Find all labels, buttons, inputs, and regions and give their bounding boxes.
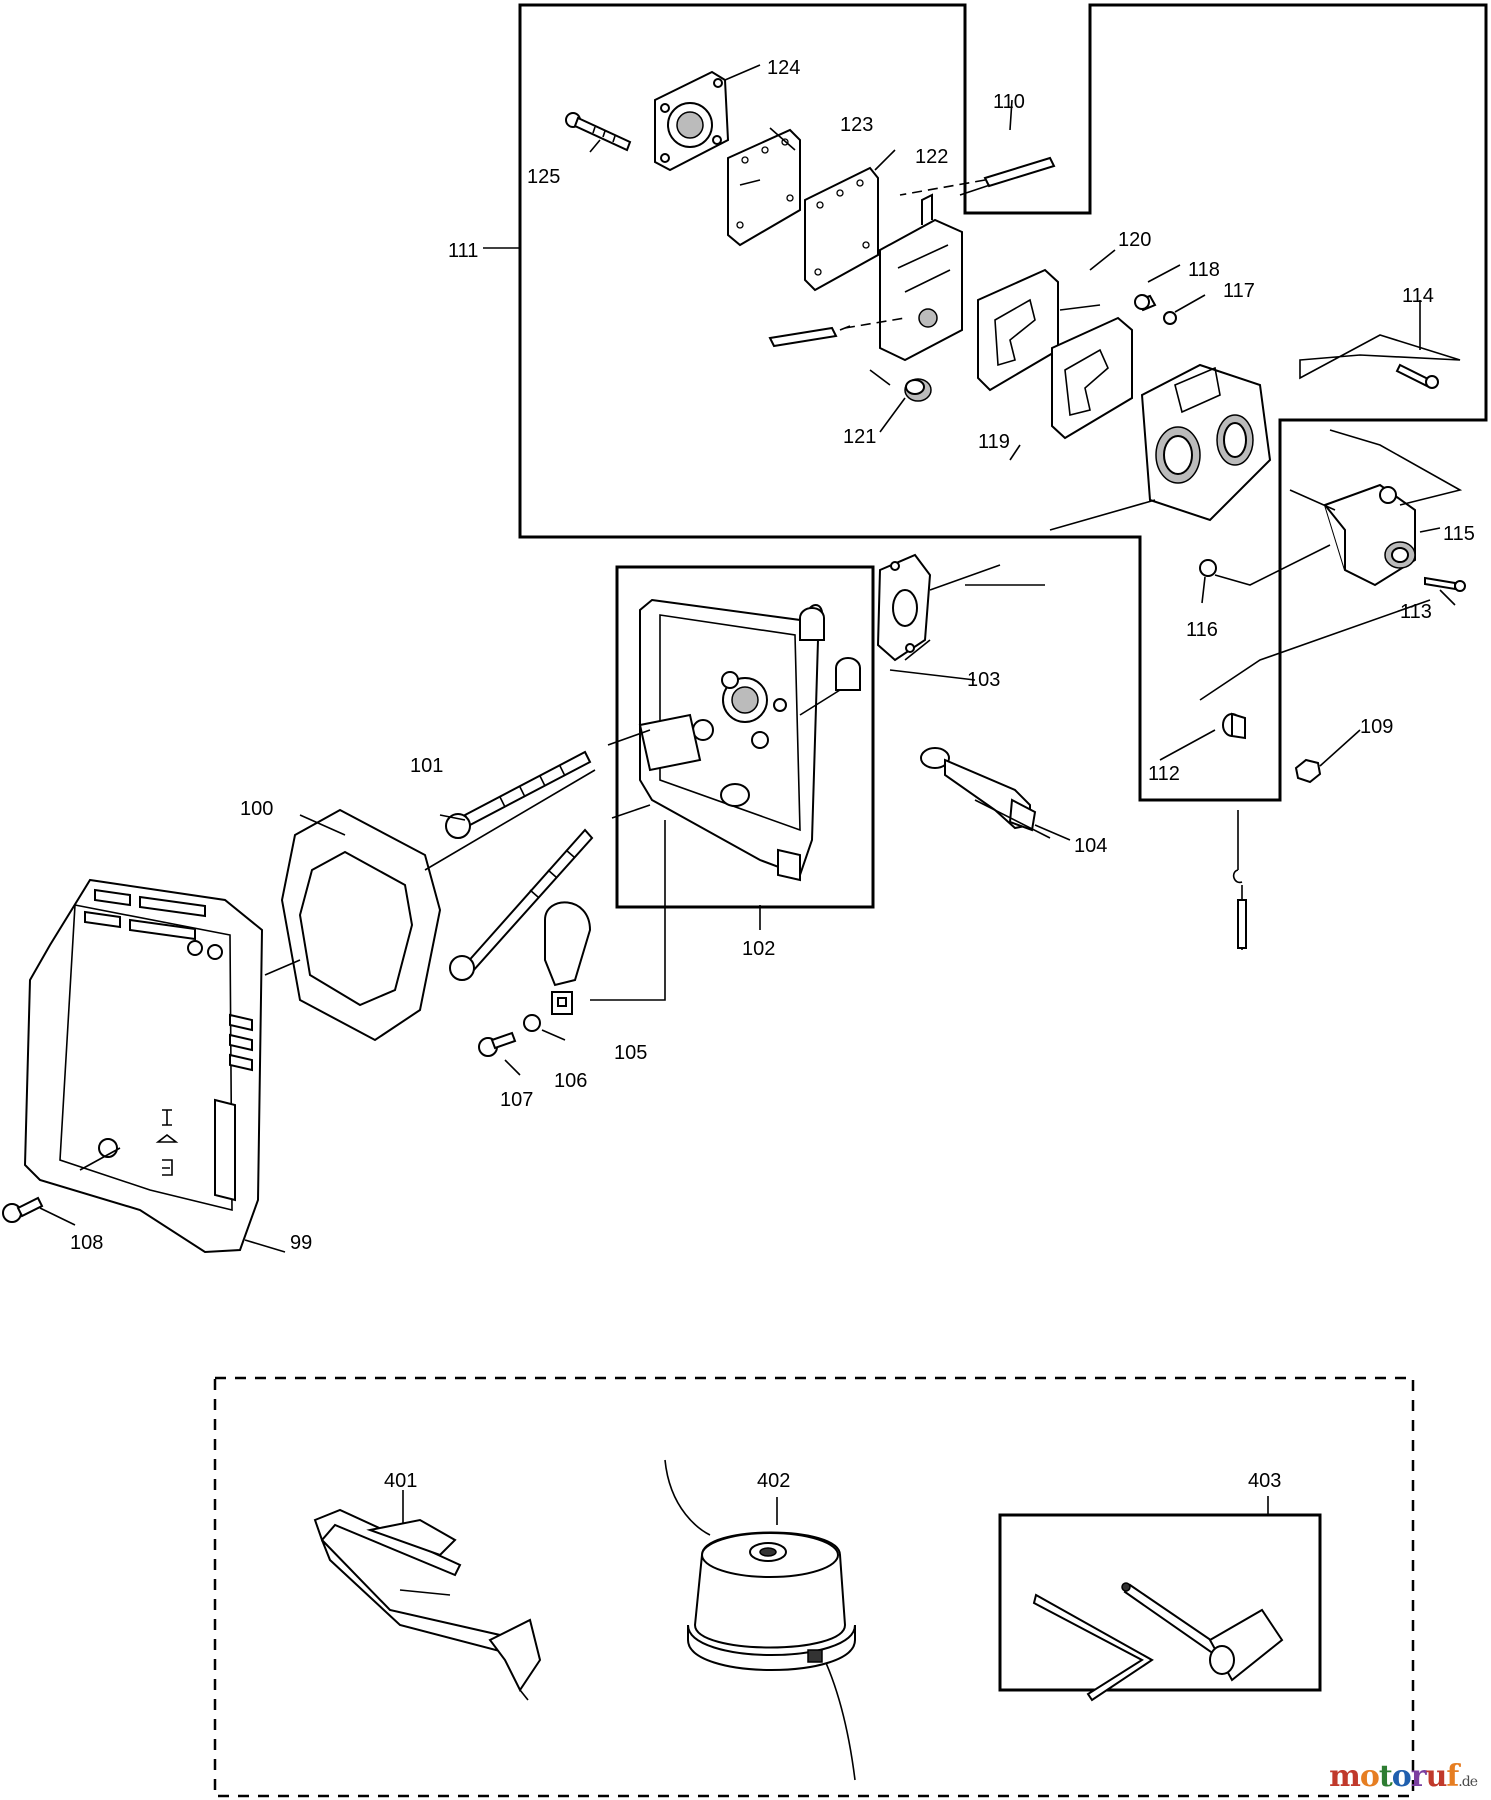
part-119-diaphragm bbox=[1051, 316, 1133, 440]
tool-set-frame bbox=[998, 1513, 1322, 1692]
label-121: 121 bbox=[843, 426, 876, 448]
label-403: 403 bbox=[1248, 1470, 1281, 1492]
label-122: 122 bbox=[915, 146, 948, 168]
watermark-letter: u bbox=[1425, 1759, 1448, 1794]
part-120-gasket bbox=[977, 268, 1059, 392]
part-115-throttle bbox=[1323, 483, 1416, 587]
part-401-strap bbox=[313, 1508, 542, 1701]
part-103-gasket bbox=[876, 553, 932, 662]
part-106-washer bbox=[523, 1014, 541, 1032]
label-101: 101 bbox=[410, 755, 443, 777]
watermark-letter: o bbox=[1359, 1759, 1380, 1794]
watermark-letter: m bbox=[1329, 1759, 1361, 1794]
label-117: 117 bbox=[1223, 280, 1255, 302]
label-106: 106 bbox=[554, 1070, 587, 1092]
part-109-nut bbox=[1294, 758, 1322, 784]
label-116: 116 bbox=[1186, 619, 1218, 641]
part-121-screen bbox=[904, 378, 932, 402]
label-103: 103 bbox=[967, 669, 1000, 691]
part-104-lever bbox=[920, 747, 1037, 832]
label-115: 115 bbox=[1443, 523, 1475, 545]
part-102-base bbox=[638, 598, 824, 882]
part-118-screw bbox=[1134, 294, 1157, 312]
part-125-screw bbox=[565, 112, 632, 152]
label-112: 112 bbox=[1148, 763, 1180, 785]
label-107: 107 bbox=[500, 1089, 533, 1111]
part-108-screw bbox=[2, 1196, 44, 1223]
part-labels: 99 100 101 102 103 104 105 106 107 108 1… bbox=[70, 57, 1475, 1492]
part-116-clip bbox=[1199, 559, 1217, 577]
label-118: 118 bbox=[1188, 259, 1220, 281]
part-100-filter bbox=[280, 808, 442, 1042]
label-120: 120 bbox=[1118, 229, 1151, 251]
label-113: 113 bbox=[1400, 601, 1432, 623]
carburetor-assembly-frame bbox=[518, 3, 1488, 802]
part-101-bolts bbox=[445, 750, 594, 981]
label-110: 110 bbox=[993, 91, 1025, 113]
label-123: 123 bbox=[840, 114, 873, 136]
label-104: 104 bbox=[1074, 835, 1107, 857]
label-125: 125 bbox=[527, 166, 560, 188]
watermark-letter: r bbox=[1410, 1759, 1427, 1794]
label-108: 108 bbox=[70, 1232, 103, 1254]
watermark-letter: f bbox=[1446, 1759, 1459, 1794]
motoruf-watermark: motoruf.de bbox=[1329, 1759, 1478, 1794]
label-401: 401 bbox=[384, 1470, 417, 1492]
part-402-trimmer-head bbox=[664, 1459, 856, 1781]
watermark-tld: .de bbox=[1458, 1774, 1478, 1790]
part-99-cover bbox=[23, 878, 264, 1254]
label-111: 111 bbox=[448, 240, 478, 262]
leader-lines bbox=[39, 64, 1463, 1525]
pump-body bbox=[879, 193, 963, 362]
part-117-oring bbox=[1163, 311, 1177, 325]
part-122-gasket bbox=[804, 166, 879, 292]
part-105-choke bbox=[544, 901, 592, 1015]
part-124-flange bbox=[654, 70, 730, 172]
part-114-screw bbox=[1395, 363, 1439, 389]
label-119: 119 bbox=[978, 431, 1010, 453]
spacers bbox=[799, 607, 861, 691]
part-403-tools bbox=[1032, 1582, 1284, 1702]
label-100: 100 bbox=[240, 798, 273, 820]
label-109: 109 bbox=[1360, 716, 1393, 738]
part-113-screw bbox=[1424, 576, 1466, 592]
label-124: 124 bbox=[767, 57, 800, 79]
air-cleaner-base-frame bbox=[615, 565, 875, 909]
part-110-pin bbox=[983, 156, 1056, 188]
watermark-letter: t bbox=[1378, 1759, 1393, 1794]
part-107-screw bbox=[478, 1031, 517, 1057]
label-102: 102 bbox=[742, 938, 775, 960]
watermark-letter: o bbox=[1391, 1759, 1412, 1794]
label-105: 105 bbox=[614, 1042, 647, 1064]
pin-lower bbox=[768, 326, 838, 348]
part-112-plug bbox=[1222, 712, 1246, 740]
accessories-frame bbox=[213, 1376, 1415, 1798]
label-114: 114 bbox=[1402, 285, 1434, 307]
watermark-brand: motoruf bbox=[1329, 1759, 1459, 1794]
label-402: 402 bbox=[757, 1470, 790, 1492]
carburetor-body bbox=[1140, 363, 1272, 522]
label-99: 99 bbox=[290, 1232, 312, 1254]
